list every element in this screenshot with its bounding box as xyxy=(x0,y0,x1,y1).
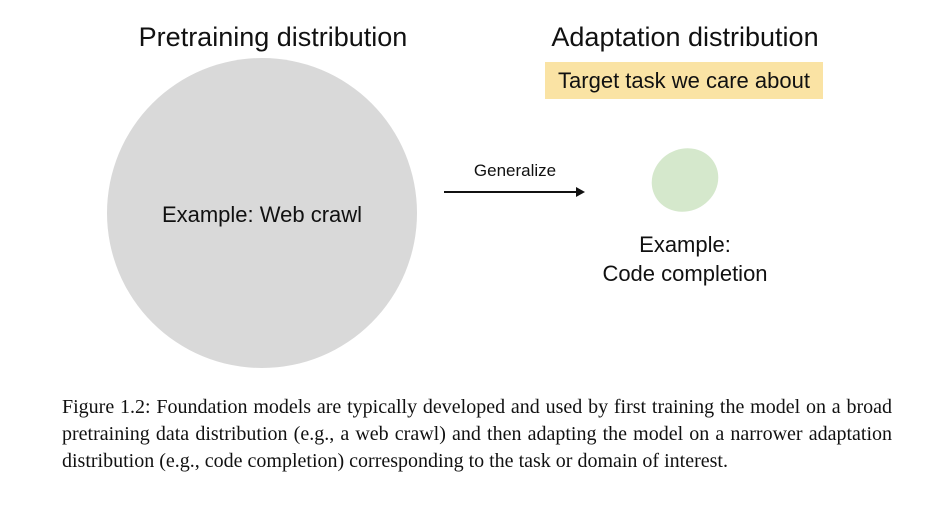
right-arrow-icon xyxy=(444,187,585,197)
adaptation-example-line2: Code completion xyxy=(602,261,768,286)
adaptation-example-line1: Example: xyxy=(639,232,731,257)
pretraining-distribution-circle xyxy=(107,58,417,368)
adaptation-distribution-title: Adaptation distribution xyxy=(551,22,819,52)
adaptation-distribution-blob xyxy=(640,136,730,224)
pretraining-distribution-title: Pretraining distribution xyxy=(138,22,408,52)
pretraining-example-label: Example: Web crawl xyxy=(161,202,363,227)
target-task-label: Target task we care about xyxy=(545,62,823,99)
adaptation-example-label: Example: Code completion xyxy=(560,230,810,288)
figure-caption: Figure 1.2: Foundation models are typica… xyxy=(62,396,892,472)
generalize-label: Generalize xyxy=(473,161,557,180)
